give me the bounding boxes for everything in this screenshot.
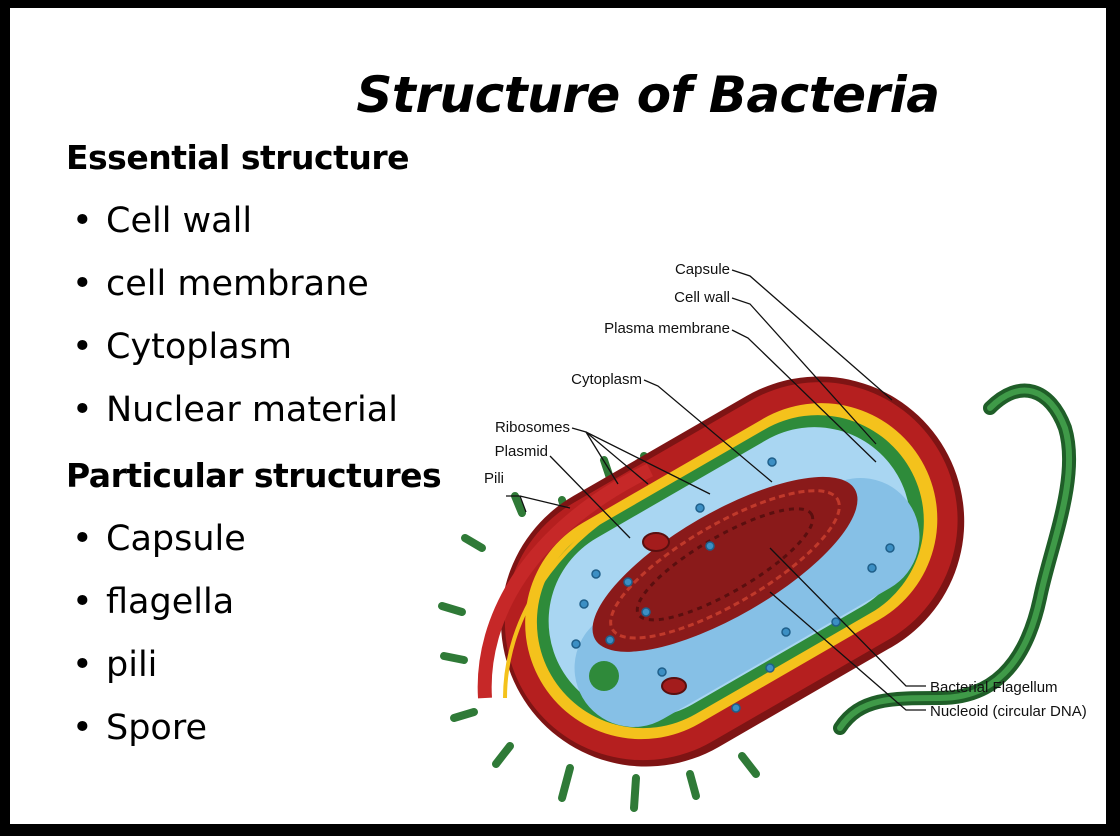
label-cell-wall: Cell wall [674,289,730,306]
label-pili: Pili [484,470,504,487]
label-nucleoid: Nucleoid (circular DNA) [930,703,1087,720]
label-plasmid: Plasmid [495,443,548,460]
granule-shape [589,661,619,691]
label-ribosomes: Ribosomes [495,419,570,436]
label-cytoplasm: Cytoplasm [571,371,642,388]
plasmid-shape [643,533,669,551]
slide: Structure of Bacteria Essential structur… [10,8,1106,824]
label-flagellum: Bacterial Flagellum [930,679,1058,696]
plasmid-shape [662,678,686,694]
label-plasma-membrane: Plasma membrane [604,320,730,337]
bacterium-diagram: Capsule Cell wall Plasma membrane Cytopl… [10,8,1106,824]
cell-body [448,323,1017,819]
label-capsule: Capsule [675,261,730,278]
